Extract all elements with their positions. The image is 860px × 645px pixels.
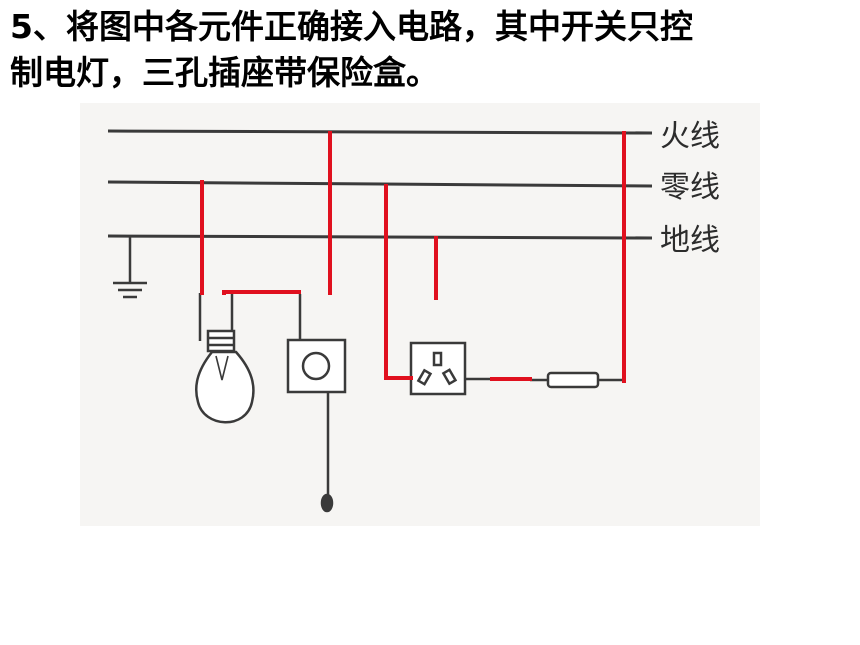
fuse-box-icon [530, 371, 622, 389]
ground-symbol [113, 237, 147, 299]
live-wire-label: 火线 [660, 119, 720, 154]
question-line-1: 5、将图中各元件正确接入电路，其中开关只控 [10, 7, 693, 46]
pull-switch-icon [286, 294, 347, 513]
power-rails [107, 129, 653, 240]
three-hole-socket-icon [409, 341, 492, 396]
question-text: 5、将图中各元件正确接入电路，其中开关只控 制电灯，三孔插座带保险盒。 [10, 4, 850, 96]
socket-to-neutral-wire [384, 184, 413, 380]
live-wire-rail [107, 129, 653, 135]
ground-wire-label: 地线 [660, 223, 720, 258]
figure-background [80, 103, 760, 526]
light-bulb-icon [195, 293, 255, 424]
bulb-to-switch-wire [222, 290, 301, 295]
neutral-wire-label: 零线 [660, 170, 720, 205]
ground-wire-rail [107, 234, 653, 240]
question-line-2: 制电灯，三孔插座带保险盒。 [10, 53, 439, 92]
answer-wires [200, 131, 626, 383]
neutral-wire-rail [107, 180, 653, 188]
